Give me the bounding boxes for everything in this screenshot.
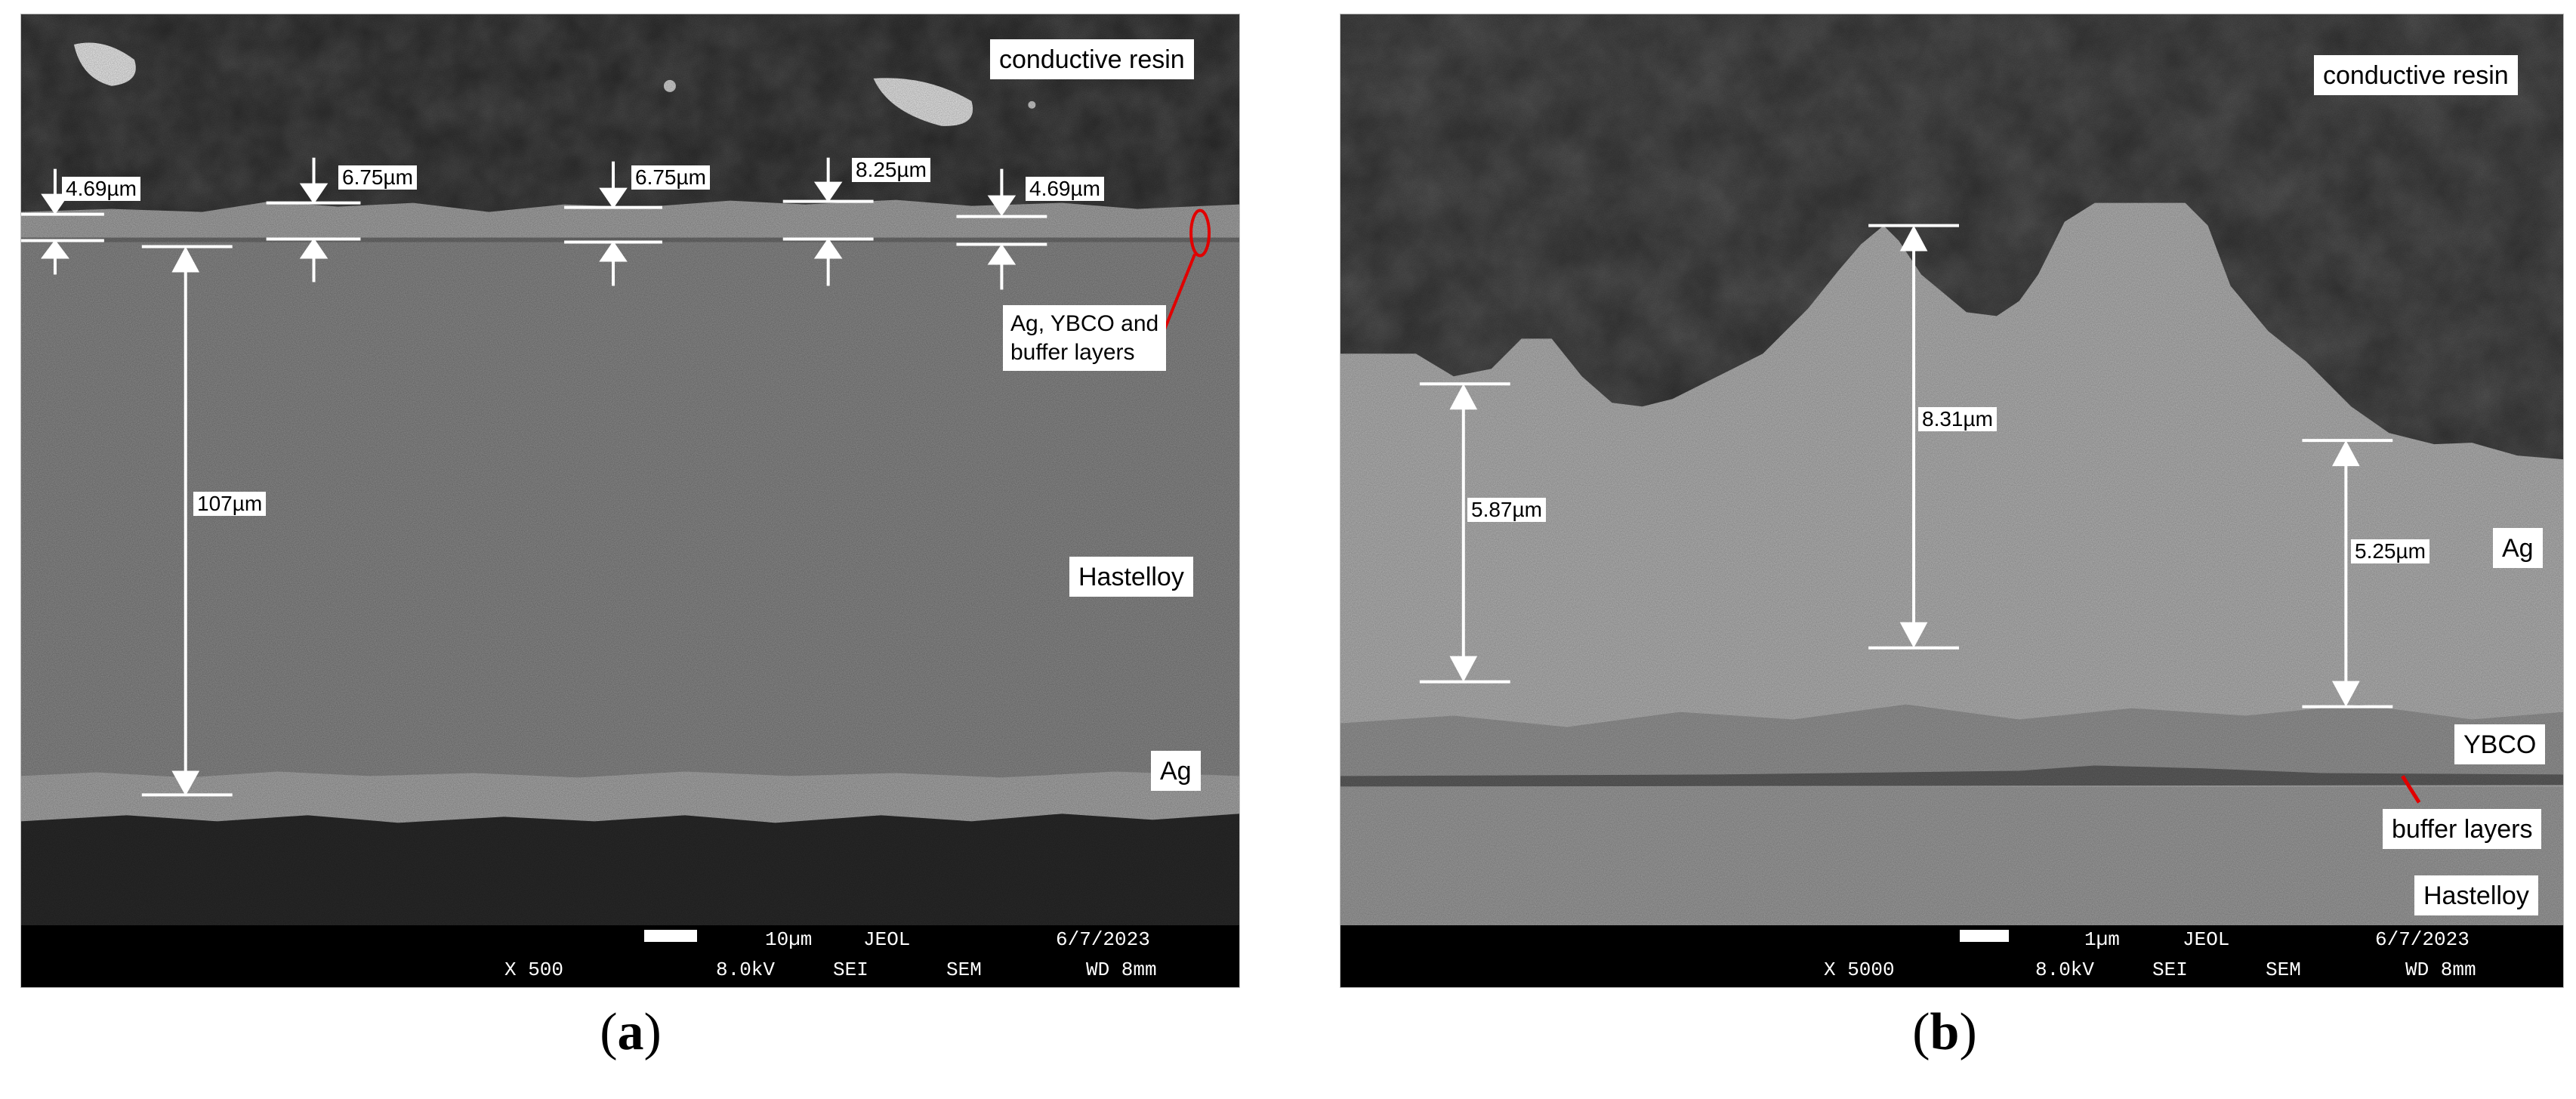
label-conductive-resin: conductive resin	[2314, 55, 2518, 95]
working-distance: WD 8mm	[1086, 959, 1157, 981]
instrument: SEM	[946, 959, 982, 981]
mode: SEI	[2152, 959, 2188, 981]
measurement-label: 8.25µm	[852, 158, 930, 182]
sem-image-panel-b: conductive resin Ag YBCO buffer layers H…	[1340, 14, 2564, 988]
caption-close-paren: )	[643, 1003, 662, 1061]
label-buffer-layers: buffer layers	[2383, 809, 2542, 849]
measurement-label: 4.69µm	[62, 177, 140, 201]
label-ag: Ag	[2493, 528, 2543, 568]
label-hastelloy: Hastelloy	[2414, 875, 2538, 915]
caption-letter: a	[617, 1003, 644, 1061]
working-distance: WD 8mm	[2405, 959, 2476, 981]
caption-close-paren: )	[1959, 1003, 1977, 1061]
measurement-label: 107µm	[193, 492, 267, 516]
magnification: X 500	[504, 959, 564, 981]
vendor: JEOL	[863, 928, 911, 951]
label-line-1: Ag, YBCO and	[1010, 311, 1159, 336]
date: 6/7/2023	[1056, 928, 1150, 951]
caption-letter: b	[1930, 1003, 1960, 1061]
scale-bar	[1960, 930, 2009, 942]
red-pointer-b	[2401, 775, 2421, 804]
date: 6/7/2023	[2375, 928, 2470, 951]
measurement-label: 8.31µm	[1918, 407, 1997, 431]
measurement-label: 4.69µm	[1026, 177, 1104, 201]
measurement-label: 5.87µm	[1467, 498, 1546, 522]
scale-value: 1µm	[2084, 928, 2120, 951]
measurement-label: 6.75µm	[338, 165, 417, 190]
scale-value: 10µm	[765, 928, 813, 951]
mode: SEI	[833, 959, 868, 981]
voltage: 8.0kV	[716, 959, 776, 981]
measurement-label: 6.75µm	[631, 165, 710, 190]
caption-open-paren: (	[1912, 1003, 1930, 1061]
label-hastelloy: Hastelloy	[1069, 557, 1193, 597]
label-ybco: YBCO	[2454, 724, 2546, 764]
measurement-markers-a	[21, 157, 1047, 797]
measurement-label: 5.25µm	[2351, 539, 2429, 563]
vendor: JEOL	[2183, 928, 2230, 951]
voltage: 8.0kV	[2035, 959, 2095, 981]
label-conductive-resin: conductive resin	[990, 39, 1194, 79]
measurement-markers-b	[1419, 224, 2393, 708]
sem-info-bar: 10µm JEOL 6/7/2023 X 500 8.0kV SEI SEM W…	[21, 925, 1239, 987]
sem-image-panel-a: conductive resin Ag, YBCO and buffer lay…	[20, 14, 1240, 988]
caption-open-paren: (	[600, 1003, 618, 1061]
caption-b: (b)	[1869, 996, 2020, 1070]
instrument: SEM	[2266, 959, 2301, 981]
label-line-2: buffer layers	[1010, 339, 1135, 365]
label-ag: Ag	[1151, 751, 1201, 791]
caption-a: (a)	[555, 996, 706, 1070]
magnification: X 5000	[1824, 959, 1895, 981]
scale-bar	[644, 930, 697, 942]
sem-info-bar: 1µm JEOL 6/7/2023 X 5000 8.0kV SEI SEM W…	[1340, 925, 2563, 987]
label-ag-ybco-buffer: Ag, YBCO and buffer layers	[1003, 305, 1167, 371]
